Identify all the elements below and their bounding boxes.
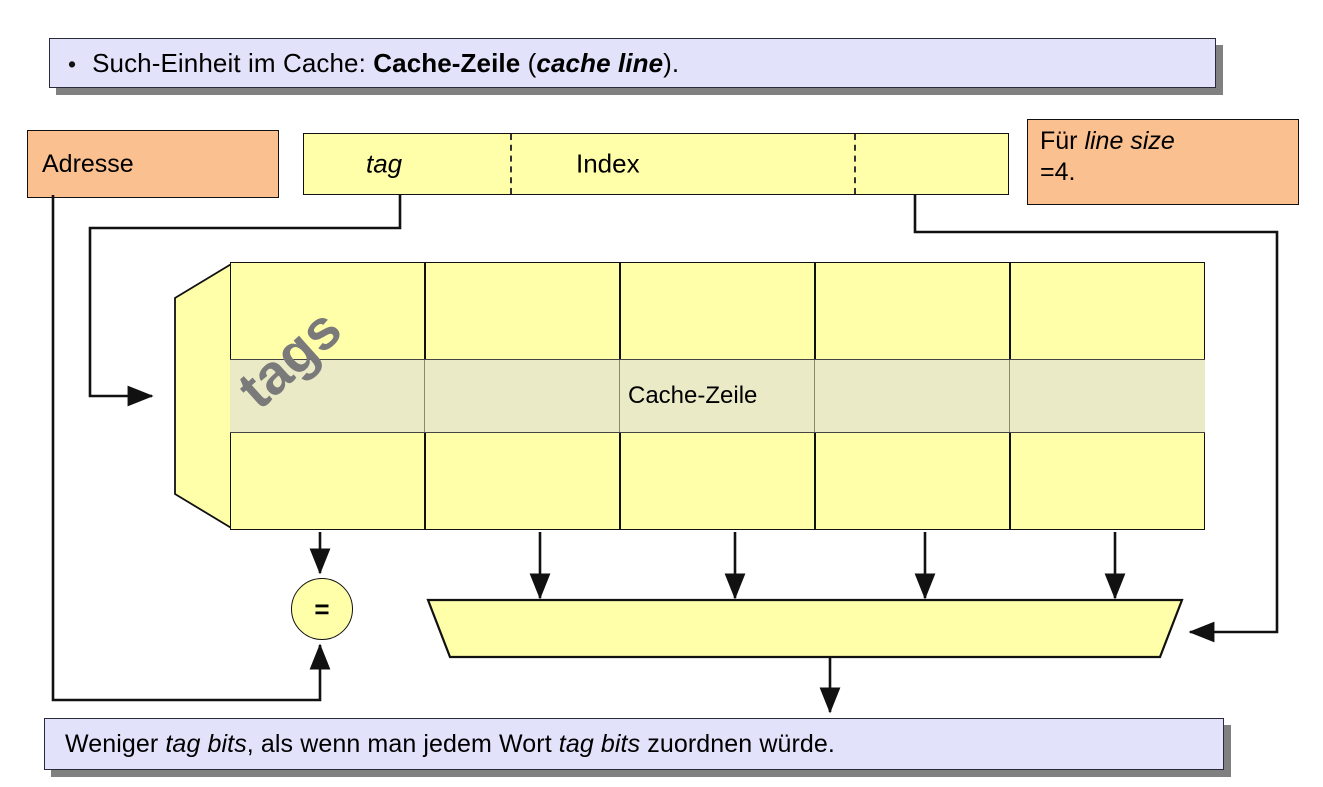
top-banner-text: Such-Einheit im Cache: Cache-Zeile (cach… [92, 48, 679, 79]
bullet-icon: • [68, 50, 77, 77]
bottom-text-part-1: tag bits [165, 729, 247, 758]
address-field-tag-label: tag [366, 148, 403, 179]
line-size-note: Für line size =4. [1027, 119, 1299, 205]
line-size-italic: line size [1084, 127, 1175, 155]
cache-column-1 [425, 262, 620, 530]
bottom-text-part-4: zuordnen würde. [640, 729, 835, 758]
tag-array-column [155, 262, 235, 530]
adresse-label: Adresse [42, 149, 134, 178]
bottom-text-part-0: Weniger [65, 729, 166, 758]
cache-column-0 [230, 262, 425, 530]
bottom-summary-banner: Weniger tag bits, als wenn man jedem Wor… [44, 718, 1224, 770]
bottom-text-part-2: , als wenn man jedem Wort [246, 729, 559, 758]
multiplexer-hit-area [425, 597, 1185, 655]
cache-column-2 [620, 262, 815, 530]
line-size-value: =4. [1040, 157, 1076, 186]
cache-column-4 [1010, 262, 1205, 530]
top-text-part-1: Cache-Zeile [373, 47, 521, 78]
top-text-part-0: Such-Einheit im Cache: [92, 47, 374, 78]
bottom-text-part-3: tag bits [558, 729, 641, 758]
bullet-row: • Such-Einheit im Cache: Cache-Zeile (ca… [50, 48, 679, 79]
top-statement-banner: • Such-Einheit im Cache: Cache-Zeile (ca… [49, 38, 1216, 88]
tag-comparator: = [291, 578, 353, 640]
top-text-part-2: ( [520, 47, 537, 78]
bottom-banner-text: Weniger tag bits, als wenn man jedem Wor… [45, 730, 835, 759]
cache-column-3 [815, 262, 1010, 530]
cache-array-grid: Cache-Zeile [230, 262, 1205, 530]
address-field-bar: tag Index [303, 133, 1009, 195]
comparator-equals-icon: = [314, 593, 330, 624]
address-field-index-label: Index [576, 148, 640, 179]
address-divider-1 [510, 134, 512, 194]
address-divider-2 [854, 134, 856, 194]
top-text-part-4: ). [663, 47, 680, 78]
adresse-box: Adresse [27, 130, 279, 198]
top-text-part-3: cache line [536, 47, 664, 78]
line-size-prefix: Für [1040, 127, 1085, 155]
